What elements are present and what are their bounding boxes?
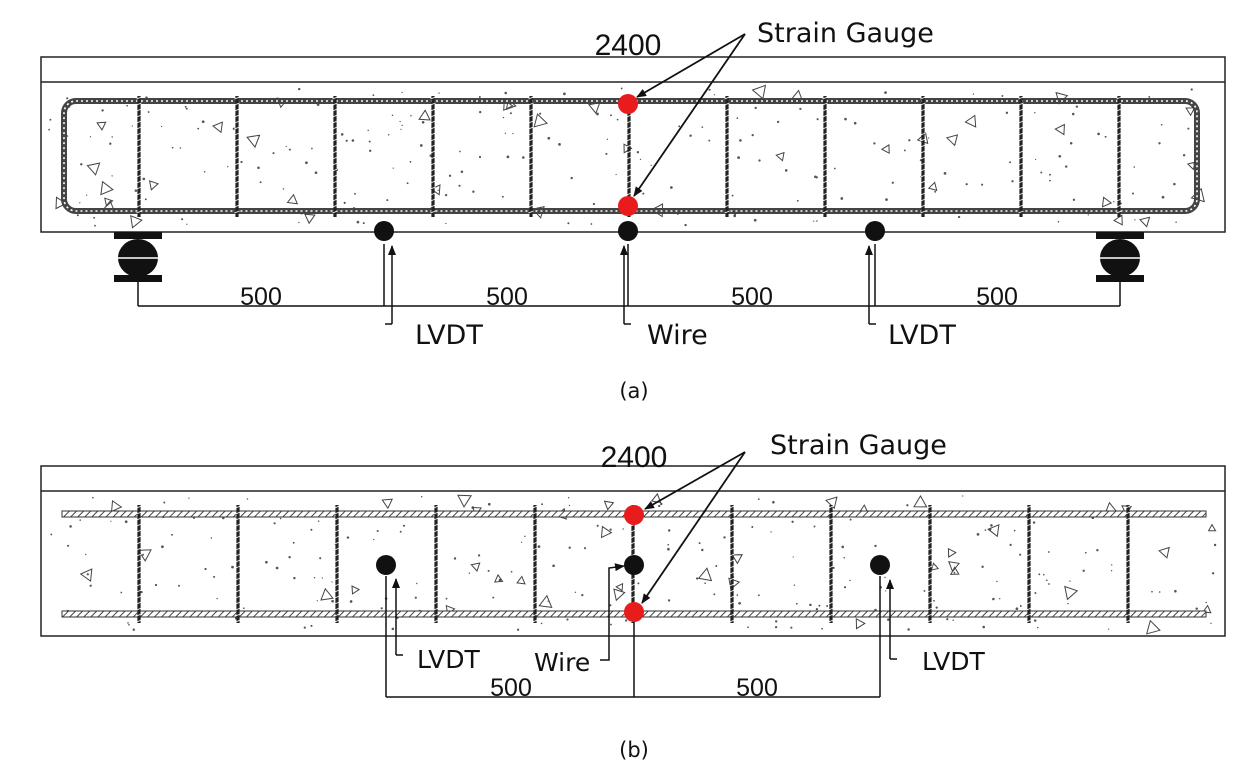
strain-gauge-leader-bottom-a <box>633 33 746 197</box>
wire-arrow-b <box>600 563 625 661</box>
wire-label-a: Wire <box>647 320 708 351</box>
strain-gauge-label-b: Strain Gauge <box>770 430 947 461</box>
beam-length-label-a: 2400 <box>595 29 662 62</box>
beam-length-label-b: 2400 <box>601 441 668 474</box>
lvdt-right-label-a: LVDT <box>888 320 956 351</box>
spacing-label-b-2: 500 <box>736 674 778 702</box>
lvdt-left-sensor-a <box>374 221 394 241</box>
lvdt-left-sensor-b <box>376 555 396 575</box>
strain-gauge-leader-bottom-b <box>641 451 746 604</box>
lvdt-right-sensor-a <box>865 221 885 241</box>
strain-gauge-bottom-a <box>618 196 638 216</box>
spacing-label-a-3: 500 <box>731 283 773 311</box>
stirrups-b <box>136 505 1131 623</box>
lvdt-left-label-b: LVDT <box>417 645 481 674</box>
panel-b: 2400 Strain Gauge 500 500 LVDT Wire LVDT… <box>40 430 1226 762</box>
dimension-line-a <box>137 244 1121 307</box>
wire-label-b: Wire <box>534 648 590 677</box>
spacing-label-a-4: 500 <box>976 283 1018 311</box>
strain-gauge-label-a: Strain Gauge <box>757 18 934 49</box>
strain-gauge-top-b <box>624 505 644 525</box>
caption-b: (b) <box>619 738 649 762</box>
caption-a: (a) <box>619 379 648 403</box>
strain-gauge-leader-top-b <box>644 451 746 510</box>
wire-sensor-b <box>624 555 644 575</box>
spacing-label-a-2: 500 <box>486 283 528 311</box>
strain-gauge-top-a <box>618 94 638 114</box>
panel-a: 2400 Strain Gauge <box>40 18 1226 403</box>
lvdt-left-label-a: LVDT <box>415 320 483 351</box>
strain-gauge-bottom-b <box>624 602 644 622</box>
spacing-label-b-1: 500 <box>490 674 532 702</box>
dimension-line-b <box>385 576 881 698</box>
left-support-a <box>114 232 162 282</box>
lvdt-right-label-b: LVDT <box>922 647 986 676</box>
spacing-label-a-1: 500 <box>240 283 282 311</box>
strain-gauge-leader-top-a <box>636 33 746 98</box>
lvdt-right-sensor-b <box>870 555 890 575</box>
right-support-a <box>1096 232 1144 282</box>
wire-sensor-a <box>618 221 638 241</box>
